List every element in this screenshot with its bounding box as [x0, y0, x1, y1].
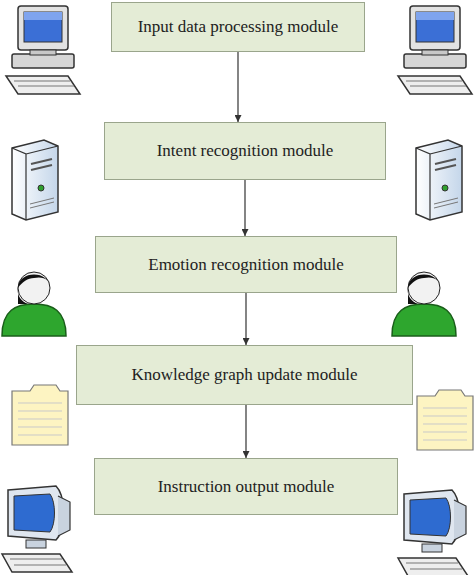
flow-arrow [245, 405, 246, 458]
process-box: Instruction output module [94, 458, 398, 515]
monitor-icon [398, 490, 468, 575]
monitor-icon [2, 486, 72, 572]
user-icon [2, 272, 66, 336]
process-box: Input data processing module [111, 2, 365, 52]
box-label: Emotion recognition module [148, 255, 343, 275]
server-icon [416, 140, 462, 220]
box-label: Knowledge graph update module [131, 365, 357, 385]
box-label: Instruction output module [158, 477, 335, 497]
box-label: Input data processing module [138, 17, 339, 37]
user-icon [392, 272, 456, 336]
computer-icon [398, 6, 472, 94]
flow-arrow [244, 180, 245, 236]
document-icon [417, 390, 473, 450]
computer-icon [6, 6, 80, 94]
process-box: Knowledge graph update module [76, 345, 413, 405]
flow-arrow [245, 293, 246, 345]
flow-arrow [237, 52, 238, 122]
document-icon [12, 385, 68, 445]
box-label: Intent recognition module [157, 141, 334, 161]
server-icon [12, 140, 58, 220]
process-box: Emotion recognition module [95, 236, 397, 293]
process-box: Intent recognition module [104, 122, 386, 180]
